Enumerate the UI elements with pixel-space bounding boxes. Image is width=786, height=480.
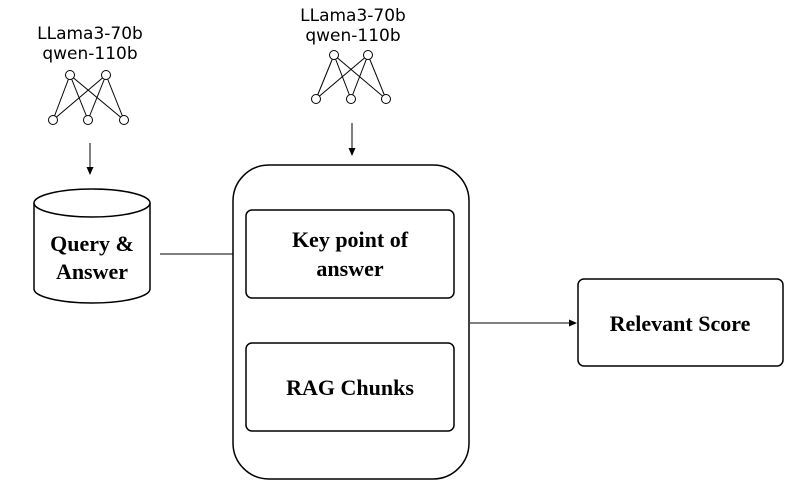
key-point-box: Key point of answer — [245, 209, 455, 299]
query-answer-database: Query & Answer — [33, 188, 151, 304]
right-neural-network-icon — [311, 50, 391, 104]
database-label-2: Answer — [56, 259, 128, 284]
right-model: LLama3-70b qwen-110b — [300, 6, 406, 104]
left-model-name-1: LLama3-70b — [37, 24, 143, 44]
right-model-name-2: qwen-110b — [305, 26, 400, 46]
relevant-score-label: Relevant Score — [610, 311, 751, 336]
database-label-1: Query & — [50, 231, 134, 256]
key-point-label-2: answer — [316, 256, 383, 281]
rag-chunks-box: RAG Chunks — [245, 342, 455, 432]
relevant-score-box: Relevant Score — [577, 278, 784, 367]
left-model-name-2: qwen-110b — [42, 44, 137, 64]
left-neural-network-icon — [48, 70, 129, 125]
rag-chunks-label: RAG Chunks — [286, 375, 414, 400]
left-model: LLama3-70b qwen-110b — [37, 24, 143, 125]
key-point-label-1: Key point of — [292, 227, 409, 252]
right-model-name-1: LLama3-70b — [300, 6, 406, 26]
